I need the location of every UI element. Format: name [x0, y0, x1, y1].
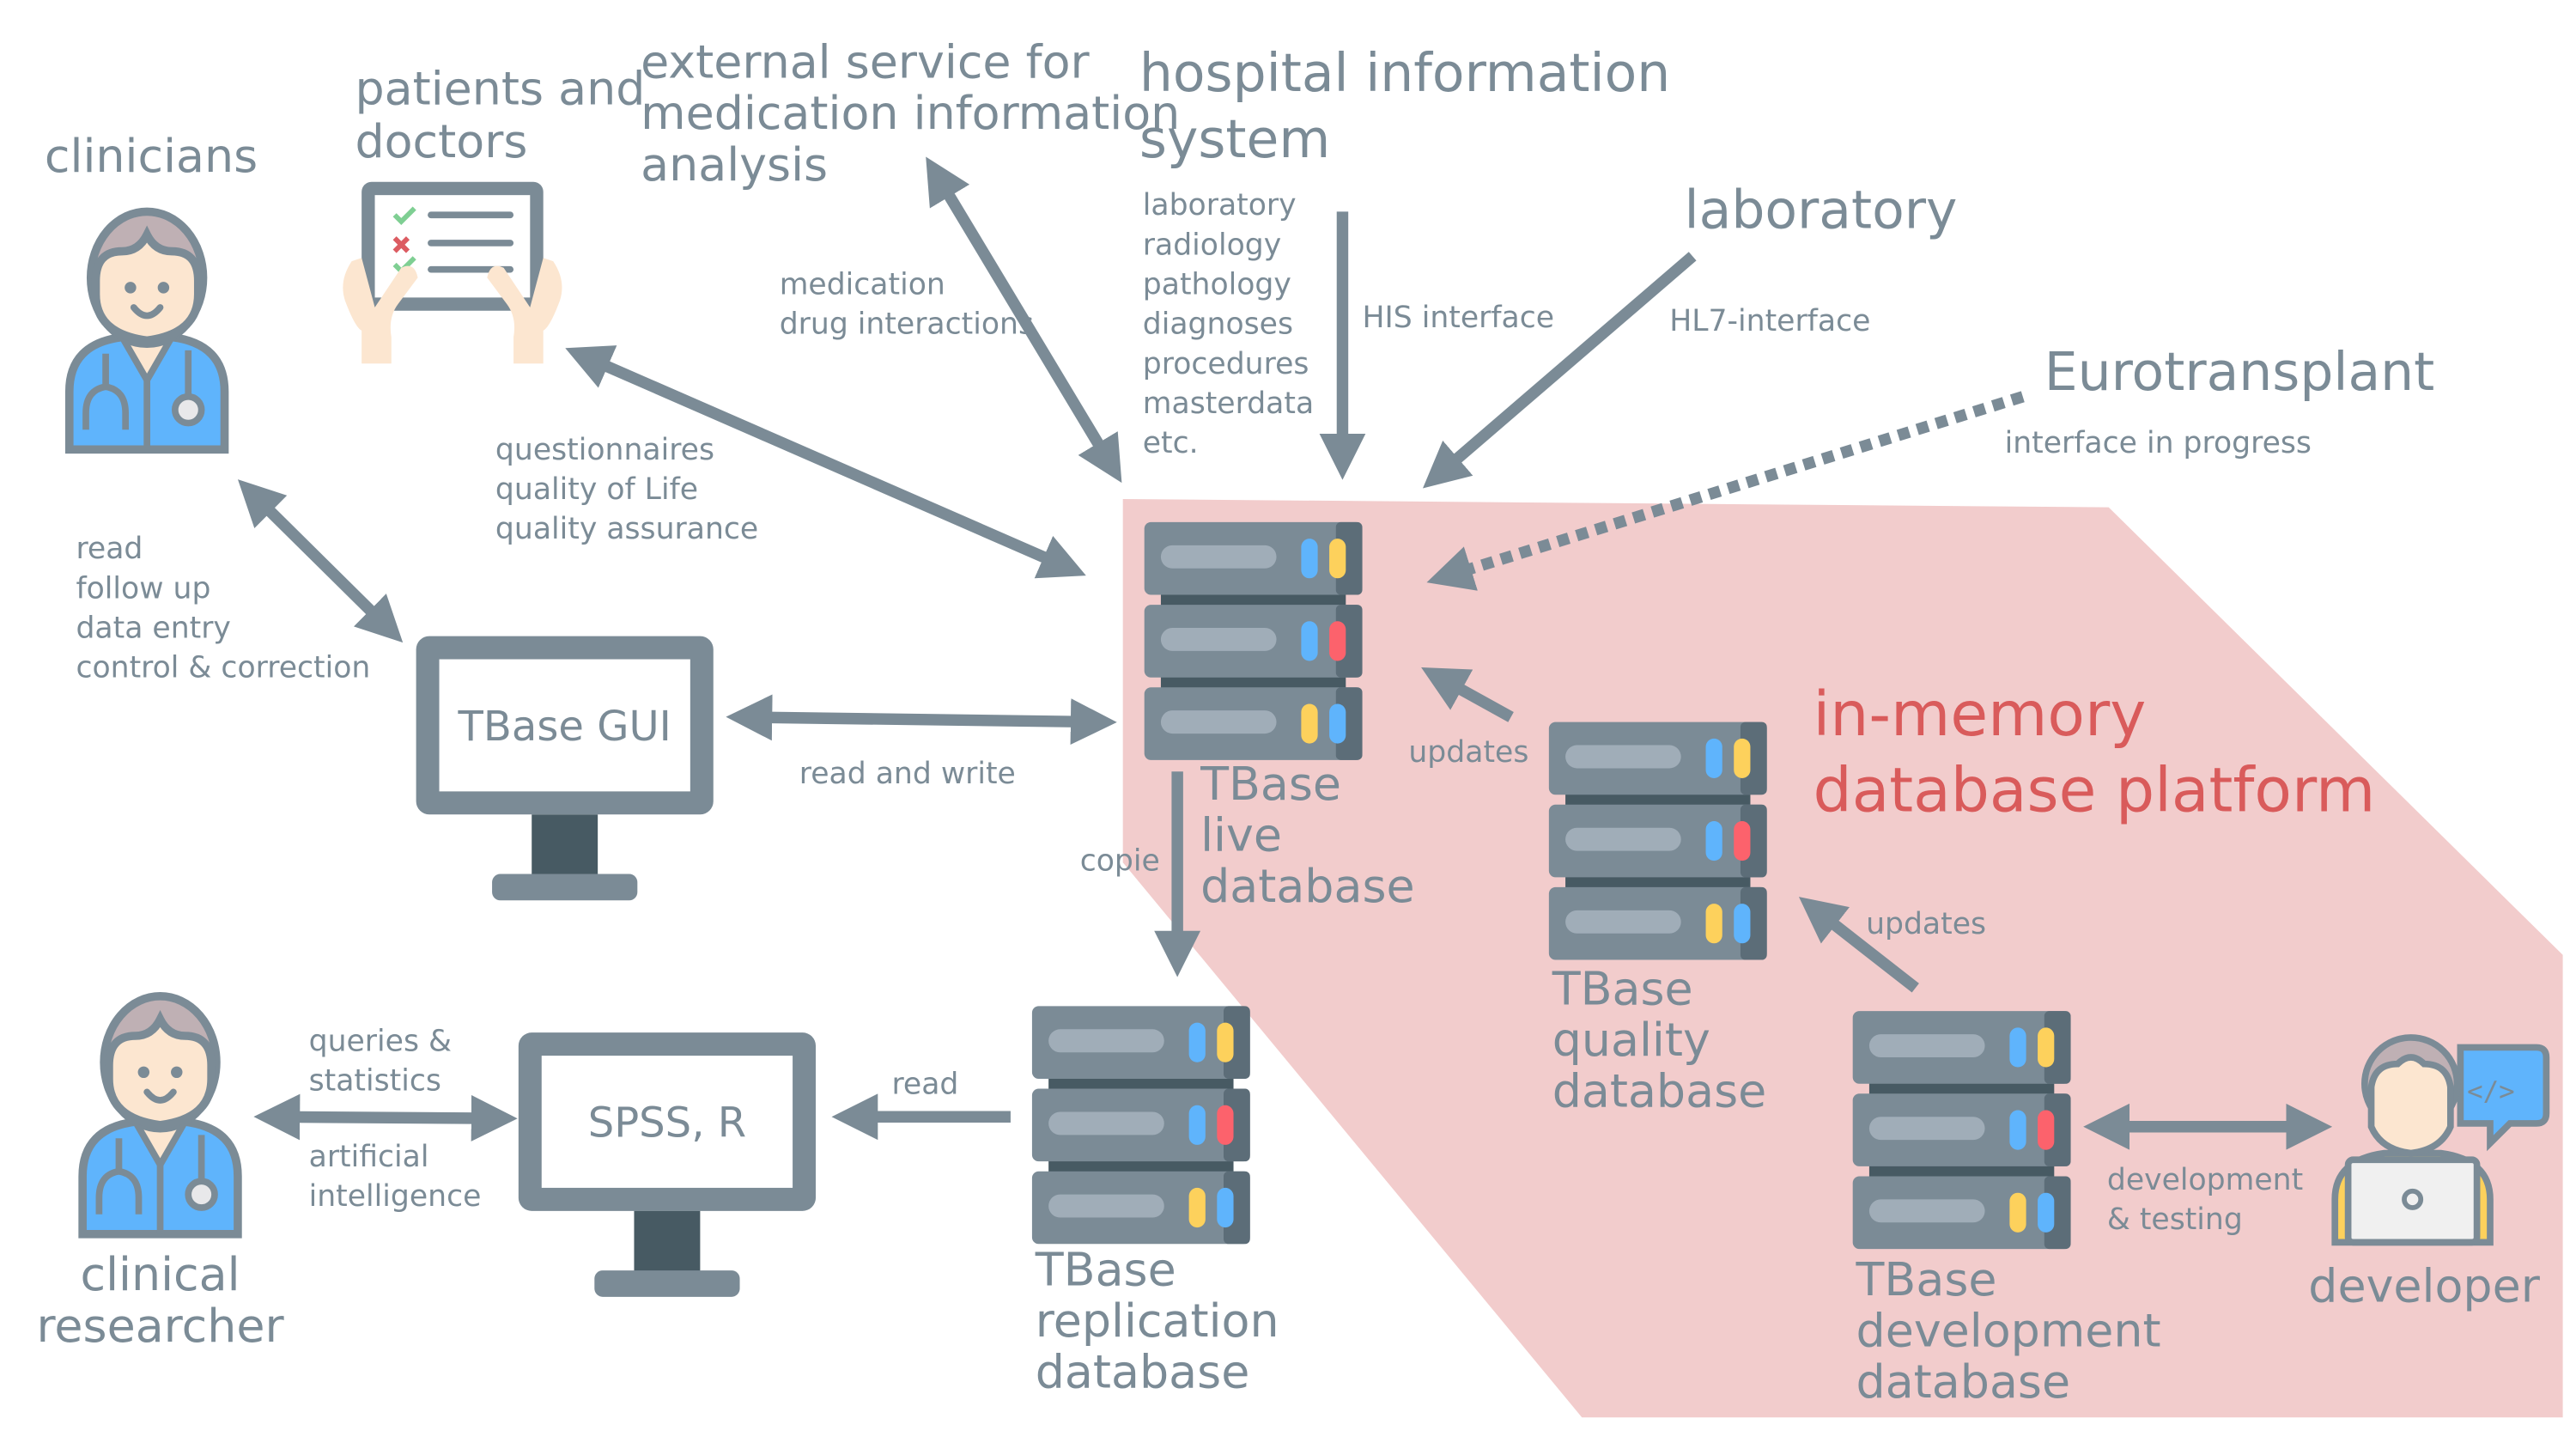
clinician-doctor-icon: [70, 211, 225, 449]
arrows: [237, 156, 2333, 1150]
arrow-dev-updates: [1798, 897, 1919, 993]
arrow-quality-updates: [1421, 667, 1514, 722]
arrow-research-spss: [253, 1093, 518, 1142]
clinicians-label: clinicians: [45, 129, 258, 183]
read-replication-label: read: [891, 1067, 958, 1101]
svg-text:</>: </>: [2467, 1076, 2515, 1107]
arrow-patients-live: [565, 345, 1086, 579]
replication-db-server-icon: [1031, 1006, 1250, 1245]
eurotransplant-label: Eurotransplant: [2044, 341, 2435, 403]
development-db-server-icon: [1852, 1011, 2071, 1250]
arrow-gui-live: [726, 694, 1117, 746]
live-db-server-icon: [1144, 521, 1363, 760]
arrow-euro-to-live: [1426, 391, 2025, 591]
his-items-list: laboratory radiology pathology diagnoses…: [1143, 188, 1323, 460]
developer-label: developer: [2308, 1259, 2540, 1313]
spss-label: SPSS, R: [588, 1099, 746, 1147]
hl7-interface-label: HL7-interface: [1669, 304, 1870, 338]
read-write-label: read and write: [799, 757, 1016, 791]
copie-label: copie: [1080, 844, 1160, 879]
arrow-lab-to-live: [1422, 252, 1697, 489]
tbase-gui-monitor-icon: [416, 636, 714, 901]
researcher-doctor-icon: [82, 996, 238, 1234]
in-memory-platform-area: [1122, 499, 2563, 1418]
laboratory-label: laboratory: [1685, 180, 1958, 241]
tablet-checklist-icon: [343, 181, 562, 364]
tbase-gui-label: TBase GUI: [458, 703, 671, 751]
spss-monitor-icon: [518, 1032, 816, 1297]
his-interface-label: HIS interface: [1363, 301, 1555, 335]
arrow-clinicians-gui: [237, 479, 404, 643]
quality-db-server-icon: [1548, 721, 1767, 960]
research-top-label: queries &statistics: [309, 1024, 452, 1098]
euro-interface-label: interface in progress: [2005, 426, 2312, 460]
dev-testing-label: development& testing: [2107, 1163, 2303, 1237]
developer-laptop-icon: </>: [2331, 1034, 2550, 1246]
updates-dev-label: updates: [1866, 907, 1986, 941]
updates-quality-label: updates: [1408, 735, 1528, 770]
